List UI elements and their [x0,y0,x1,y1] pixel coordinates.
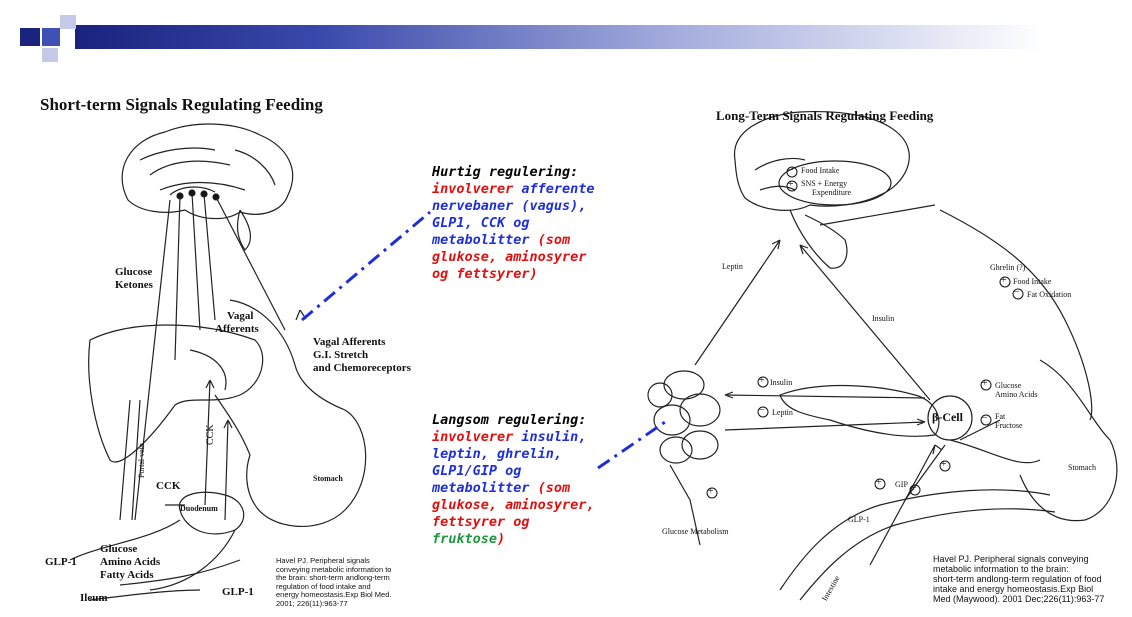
plus-symbol: + [982,378,988,389]
plus-symbol: + [759,375,765,386]
label-glp1-left: GLP-1 [45,556,77,568]
note-text: involverer [432,429,521,445]
label-amino-right: Amino Acids [995,390,1037,399]
adipose-tissue [648,371,720,545]
slow-note-body: involverer insulin,leptin, ghrelin,GLP1/… [432,429,595,548]
label-leptin-vertical: Leptin [722,262,743,271]
label-stomach-right: Stomach [1068,463,1096,472]
note-line: glukose, aminosyrer [432,249,595,266]
note-text: fruktose [432,531,497,547]
plus-symbol: + [708,486,714,497]
slow-heading: Langsom regulering: [432,412,586,429]
label-gip: GIP [895,480,908,489]
label-vagal: Vagal [227,310,254,322]
note-line: glukose, aminosyrer, [432,497,595,514]
label-nutrient-amino: Amino Acids [100,556,160,568]
label-cck: CCK [156,480,180,492]
note-line: og fettsyrer) [432,266,595,283]
note-line: involverer afferente [432,181,595,198]
pancreas [780,386,939,437]
note-line: GLP1, CCK og [432,215,595,232]
right-citation: Havel PJ. Peripheral signals conveying m… [933,554,1104,604]
label-ileum: Ileum [80,592,108,604]
note-text: (som [538,232,571,248]
label-chemoreceptors: and Chemoreceptors [313,362,411,374]
label-expenditure: Expenditure [812,188,851,197]
label-nutrient-fatty: Fatty Acids [100,569,153,581]
label-sns: SNS + Energy [801,179,847,188]
label-leptin: Leptin [772,408,793,417]
left-citation: Havel PJ. Peripheral signals conveying m… [276,557,391,608]
note-text: metabolitter [432,232,538,248]
label-glucose: Glucose [115,266,152,278]
note-line: involverer insulin, [432,429,595,446]
note-text: fettsyrer og [432,514,530,530]
right-stomach [1020,360,1117,521]
note-text: ) [497,531,505,547]
label-fructose: Fructose [995,421,1023,430]
note-line: fruktose) [432,531,595,548]
label-vagal-afferents: Vagal Afferents [313,336,385,348]
note-text: afferente [521,181,594,197]
minus-symbol: − [788,165,794,176]
label-glucose-metabolism: Glucose Metabolism [662,527,728,536]
label-ghrelin-fat: Fat Oxidation [1027,290,1071,299]
plus-symbol: + [1001,275,1007,286]
label-duodenum: Duodenum [180,504,218,513]
note-text: insulin, [521,429,586,445]
plus-symbol: + [788,179,794,190]
note-text: GLP1, CCK og [432,215,530,231]
label-gi-stretch: G.I. Stretch [313,349,368,361]
note-text: involverer [432,181,521,197]
label-fat: Fat [995,412,1005,421]
label-glp1-right: GLP-1 [848,515,870,524]
fast-connector-line [302,212,430,320]
note-line: metabolitter (som [432,232,595,249]
note-line: fettsyrer og [432,514,595,531]
fast-heading: Hurtig regulering: [432,164,578,181]
note-line: GLP1/GIP og [432,463,595,480]
minus-symbol: − [759,405,765,416]
minus-symbol: − [982,413,988,424]
label-afferents: Afferents [215,323,259,335]
right-title: Long-Term Signals Regulating Feeding [716,108,933,124]
note-text: GLP1/GIP og [432,463,521,479]
label-cck-vertical: CCK [205,424,216,445]
label-portal-vein: Portal vein [137,443,146,478]
note-text: (som [538,480,571,496]
slow-connector-line [598,420,668,468]
note-text: nervebaner (vagus), [432,198,586,214]
label-insulin: Insulin [770,378,792,387]
note-text: glukose, aminosyrer [432,249,586,265]
label-beta-cell: β-Cell [932,410,963,425]
note-text: glukose, aminosyrer, [432,497,595,513]
label-ghrelin: Ghrelin (?) [990,263,1025,272]
note-line: metabolitter (som [432,480,595,497]
note-text: metabolitter [432,480,538,496]
label-stomach: Stomach [313,474,343,483]
label-glp1-bottom: GLP-1 [222,586,254,598]
label-nutrient-glucose: Glucose [100,543,137,555]
note-line: leptin, ghrelin, [432,446,595,463]
left-title: Short-term Signals Regulating Feeding [40,95,323,115]
note-text: og fettsyrer) [432,266,538,282]
label-ghrelin-food: Food Intake [1013,277,1051,286]
minus-symbol: − [1014,287,1020,298]
note-line: nervebaner (vagus), [432,198,595,215]
plus-symbol: + [876,477,882,488]
label-food-intake: Food Intake [801,166,839,175]
plus-symbol: + [911,483,917,494]
plus-symbol: + [941,459,947,470]
note-text: leptin, ghrelin, [432,446,562,462]
label-insulin-vertical: Insulin [872,314,894,323]
label-glucose-right: Glucose [995,381,1021,390]
label-ketones: Ketones [115,279,153,291]
